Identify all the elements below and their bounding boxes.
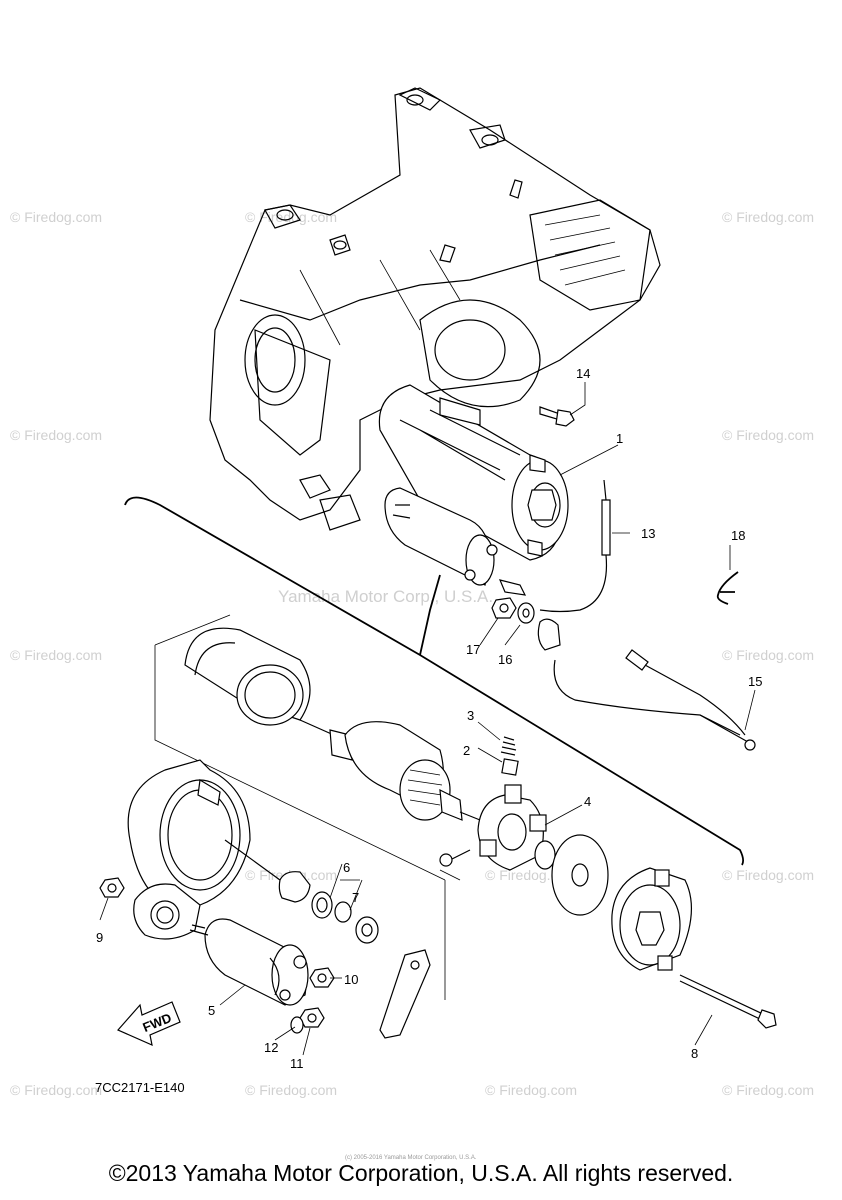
watermark-10: © Firedog.com: [10, 1082, 102, 1098]
wire-harness-15-illustration: [537, 618, 756, 751]
bolt-14-illustration: [539, 406, 575, 427]
callout-labels: 1 2 3 4 5 6 7 8 9 10 11 12 13 14 15 16 1…: [96, 366, 762, 1071]
spring-brush-illustration: [500, 736, 519, 776]
nut-9-illustration: [99, 877, 125, 898]
watermark-14: © Firedog.com: [245, 209, 337, 225]
watermark-center: Yamaha Motor Corp., U.S.A.: [278, 587, 493, 606]
callout-13: 13: [641, 526, 655, 541]
watermark-4: © Firedog.com: [722, 427, 814, 443]
callout-1: 1: [616, 431, 623, 446]
diagram-code: 7CC2171-E140: [95, 1080, 185, 1095]
watermark-12: © Firedog.com: [485, 1082, 577, 1098]
watermark-2: © Firedog.com: [722, 209, 814, 225]
watermark-1: © Firedog.com: [10, 209, 102, 225]
through-bolt-8-illustration: [679, 974, 777, 1029]
bushing-clips-illustration: [278, 871, 379, 944]
callout-14: 14: [576, 366, 590, 381]
callout-2: 2: [463, 743, 470, 758]
fwd-arrow-icon: FWD: [117, 1001, 181, 1047]
brush-holder-illustration: [439, 784, 556, 871]
exploded-frame-lines: [154, 614, 461, 1000]
nuts-16-17-illustration: [491, 579, 535, 624]
front-bracket-illustration: [127, 759, 281, 940]
solenoid-illustration: [189, 918, 309, 1006]
callout-17: 17: [466, 642, 480, 657]
end-cover-illustration: [611, 867, 693, 971]
watermark-layer: © Firedog.com © Firedog.com © Firedog.co…: [10, 209, 814, 1098]
leader-lines: [99, 382, 756, 1056]
callout-8: 8: [691, 1046, 698, 1061]
yoke-illustration: [184, 627, 311, 726]
lever-illustration: [379, 949, 431, 1039]
callout-16: 16: [498, 652, 512, 667]
lead-wire-13-illustration: [539, 479, 611, 613]
watermark-13: © Firedog.com: [722, 1082, 814, 1098]
watermark-7: © Firedog.com: [722, 867, 814, 883]
micro-copyright: (c) 2005-2016 Yamaha Motor Corporation, …: [345, 1155, 477, 1161]
callout-4: 4: [584, 794, 591, 809]
callout-10: 10: [344, 972, 358, 987]
group-divider-branch: [419, 574, 441, 656]
callout-12: 12: [264, 1040, 278, 1055]
clip-18-illustration: [716, 571, 739, 605]
callout-9: 9: [96, 930, 103, 945]
watermark-11: © Firedog.com: [245, 1082, 337, 1098]
watermark-3: © Firedog.com: [10, 427, 102, 443]
watermark-6: © Firedog.com: [722, 647, 814, 663]
callout-3: 3: [467, 708, 474, 723]
callout-11: 11: [290, 1056, 304, 1071]
starter-motor-assembly: [378, 384, 569, 586]
armature-illustration: [299, 719, 481, 821]
callout-7: 7: [352, 890, 359, 905]
crankcase-illustration: [209, 87, 661, 531]
nuts-10-11-12-illustration: [290, 967, 335, 1034]
callout-15: 15: [748, 674, 762, 689]
washer-plate-illustration: [551, 834, 609, 916]
copyright-notice: ©2013 Yamaha Motor Corporation, U.S.A. A…: [108, 1160, 734, 1186]
callout-5: 5: [208, 1003, 215, 1018]
watermark-5: © Firedog.com: [10, 647, 102, 663]
callout-6: 6: [343, 860, 350, 875]
callout-18: 18: [731, 528, 745, 543]
